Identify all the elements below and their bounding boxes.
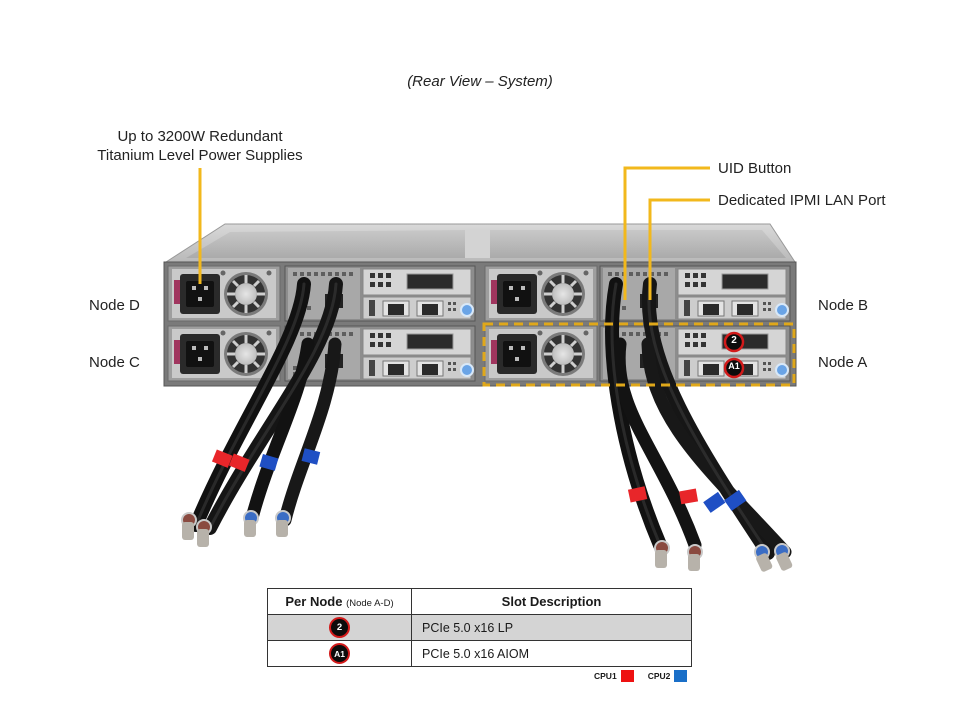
per-node-header-sub: (Node A-D)	[346, 598, 394, 609]
power-supply-callout-line2: Titanium Level Power Supplies	[97, 147, 303, 164]
node-d-tray	[284, 265, 476, 322]
node-a-highlight-box	[482, 322, 796, 387]
node-c-label: Node C	[89, 354, 140, 371]
left-cpu1-bands	[211, 449, 250, 472]
callout-lines	[198, 166, 710, 300]
slot-badge: A1	[329, 643, 350, 664]
ipmi-port-callout-label: Dedicated IPMI LAN Port	[718, 192, 886, 209]
slot-2-marker-label: 2	[731, 335, 737, 346]
power-supply-node-c	[166, 324, 282, 383]
uid-button-callout-label: UID Button	[718, 160, 792, 177]
slot-description-header: Slot Description	[411, 588, 692, 615]
table-header-row: Per Node (Node A-D) Slot Description	[267, 588, 692, 615]
node-b-label: Node B	[818, 297, 869, 314]
legend-cpu1-swatch	[620, 670, 634, 682]
power-supply-node-b	[483, 264, 599, 323]
per-node-header: Per Node (Node A-D)	[267, 588, 412, 615]
table-cell-description: PCIe 5.0 x16 AIOM	[411, 640, 692, 667]
per-node-header-main: Per Node	[285, 594, 343, 609]
table-cell-badge: 2	[267, 614, 412, 641]
table-cell-description: PCIe 5.0 x16 LP	[411, 614, 692, 641]
node-a-tray	[599, 325, 791, 382]
legend-cpu2-label: CPU2	[647, 671, 671, 681]
slot-description-table: Per Node (Node A-D) Slot Description 2 P…	[267, 588, 692, 667]
uid-button-callout-line	[623, 166, 710, 300]
power-supply-callout-line1: Up to 3200W Redundant	[117, 128, 283, 145]
node-a-label: Node A	[818, 354, 868, 371]
cpu-legend: CPU1 CPU2	[594, 670, 688, 682]
node-d-label: Node D	[89, 297, 140, 314]
node-b-tray	[599, 265, 791, 322]
right-cpu2-bands	[703, 489, 747, 513]
left-liquid-cooling-hoses	[189, 277, 343, 535]
table-row: A1 PCIe 5.0 x16 AIOM	[267, 640, 692, 667]
left-cpu2-bands	[259, 448, 321, 471]
power-supply-callout-label: Up to 3200W Redundant Titanium Level Pow…	[60, 127, 340, 165]
left-hose-connectors	[181, 510, 291, 547]
table-row: 2 PCIe 5.0 x16 LP	[267, 614, 692, 641]
right-hose-connectors	[654, 540, 793, 572]
slot-a1-marker-label: A1	[728, 361, 740, 371]
right-liquid-cooling-hoses	[605, 277, 792, 560]
legend-cpu1-label: CPU1	[594, 671, 617, 681]
diagram-title: (Rear View – System)	[407, 73, 553, 90]
power-supply-node-a	[483, 324, 599, 383]
right-cpu1-bands	[627, 486, 699, 505]
ipmi-port-callout-line	[648, 198, 710, 300]
slot-2-marker	[723, 331, 745, 353]
table-cell-badge: A1	[267, 640, 412, 667]
legend-cpu2-swatch	[674, 670, 688, 682]
slot-a1-marker	[723, 357, 745, 379]
slot-badge: 2	[329, 617, 350, 638]
power-supply-node-d	[166, 264, 282, 323]
